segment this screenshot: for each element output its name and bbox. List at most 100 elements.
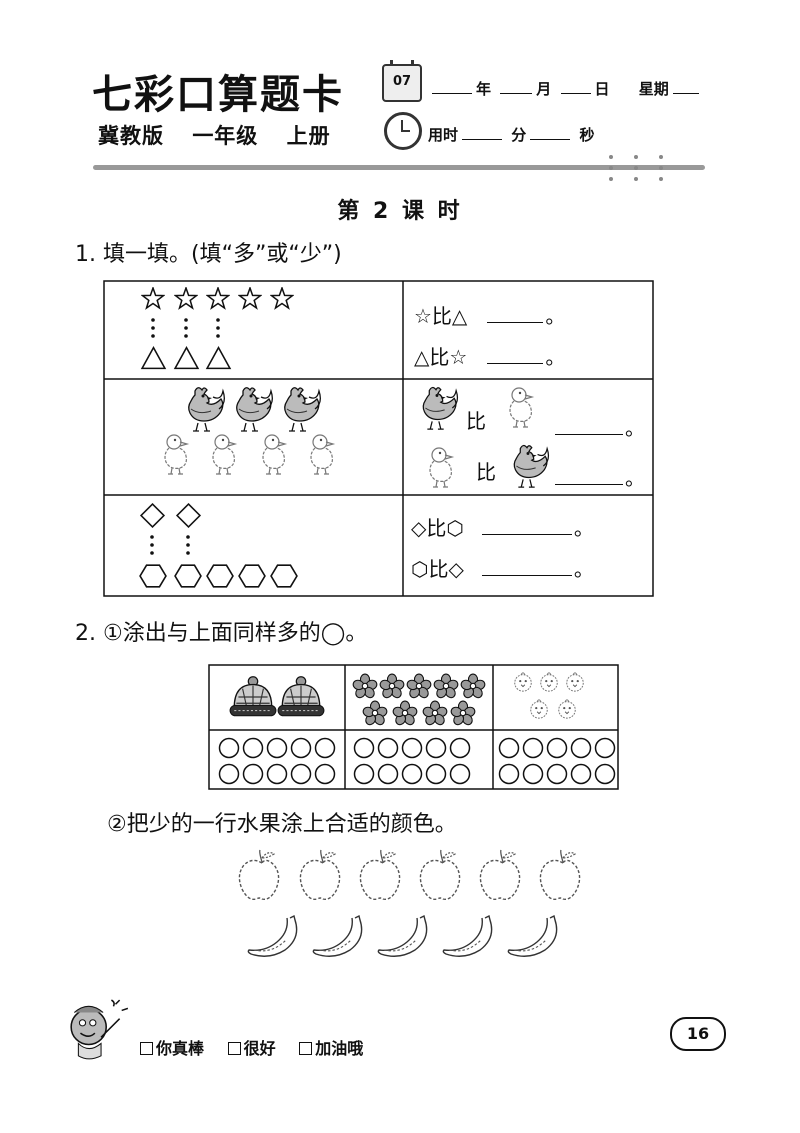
answer-blank[interactable] [487, 312, 544, 323]
answer-circle[interactable] [498, 763, 520, 785]
star-row [141, 287, 294, 309]
apple-icon [419, 849, 461, 900]
banana-icon [377, 915, 428, 957]
answer-circle[interactable] [218, 763, 240, 785]
binder-pin-icon [658, 155, 664, 181]
star-icon [141, 287, 165, 309]
match-dots [150, 535, 190, 555]
answer-circle[interactable] [425, 763, 447, 785]
compare-line: ◇比⬡。 [411, 512, 594, 541]
answer-circle[interactable] [266, 737, 288, 759]
answer-circle[interactable] [377, 737, 399, 759]
answer-circle[interactable] [594, 737, 616, 759]
clock-icon [384, 112, 422, 150]
answer-circle[interactable] [449, 737, 471, 759]
answer-circle[interactable] [401, 763, 423, 785]
hat-icon [277, 676, 325, 717]
answer-circle[interactable] [570, 763, 592, 785]
banana-icon [507, 915, 558, 957]
praise-option[interactable]: 你真棒 [140, 1039, 204, 1058]
answer-circle[interactable] [449, 763, 471, 785]
praise-option[interactable]: 很好 [227, 1039, 276, 1058]
period: 。 [545, 304, 566, 328]
period: 。 [625, 466, 645, 490]
duck-icon [310, 434, 334, 475]
hexagon-icon [270, 564, 298, 588]
hexagon-icon [206, 564, 234, 588]
hexagon-row [139, 564, 298, 588]
duck-icon [164, 434, 188, 475]
answer-blank[interactable] [481, 565, 572, 576]
rooster-icon [513, 444, 550, 488]
answer-circle[interactable] [570, 737, 592, 759]
duck-row [164, 434, 334, 475]
triangle-icon [174, 346, 199, 370]
answer-circle[interactable] [242, 763, 264, 785]
edition-volume: 上册 [286, 124, 331, 148]
answer-circle[interactable] [218, 737, 240, 759]
praise-option[interactable]: 加油哦 [299, 1039, 363, 1058]
answer-circle[interactable] [353, 763, 375, 785]
question-2-title: 2. ①涂出与上面同样多的◯。 [75, 621, 368, 646]
compare-table [103, 280, 654, 597]
compare-text: △比☆ [414, 345, 468, 369]
answer-blank[interactable] [555, 424, 623, 435]
answer-circle[interactable] [546, 763, 568, 785]
diamond-icon [176, 503, 201, 528]
answer-circle[interactable] [401, 737, 423, 759]
answer-circle[interactable] [546, 737, 568, 759]
answer-blank[interactable] [481, 524, 572, 535]
circle-rows[interactable] [218, 737, 616, 785]
answer-circle[interactable] [266, 763, 288, 785]
compare-line: 。 [553, 462, 645, 491]
self-assessment: 你真棒 很好 加油哦 [140, 1035, 381, 1059]
compare-word: 比 [466, 409, 486, 433]
rooster-icon [422, 386, 459, 430]
praise-label: 你真棒 [156, 1039, 205, 1058]
checkbox[interactable] [227, 1042, 241, 1055]
edition-publisher: 冀教版 [98, 124, 164, 148]
banana-row[interactable] [247, 915, 558, 957]
answer-circle[interactable] [314, 763, 336, 785]
second-label: 秒 [579, 126, 595, 144]
answer-blank[interactable] [487, 353, 544, 364]
checkbox[interactable] [299, 1042, 313, 1055]
duck-icon [509, 387, 533, 428]
checkbox[interactable] [140, 1042, 153, 1055]
answer-circle[interactable] [242, 737, 264, 759]
star-icon [238, 287, 262, 309]
rooster-row [188, 387, 321, 432]
praise-label: 很好 [243, 1039, 276, 1058]
answer-circle[interactable] [377, 763, 399, 785]
answer-circle[interactable] [353, 737, 375, 759]
answer-circle[interactable] [314, 737, 336, 759]
answer-circle[interactable] [522, 737, 544, 759]
apple-row[interactable] [238, 849, 581, 900]
answer-circle[interactable] [522, 763, 544, 785]
apple-icon [479, 849, 521, 900]
answer-circle[interactable] [594, 763, 616, 785]
answer-circle[interactable] [290, 737, 312, 759]
compare-line: △比☆。 [414, 341, 565, 370]
binder-pin-icon [633, 155, 639, 181]
compare-line: ⬡比◇。 [411, 553, 594, 582]
day-label: 日 [594, 80, 610, 98]
binder-pin-icon [608, 155, 614, 181]
diamond-icon [140, 503, 165, 528]
weekday-label: 星期 [638, 80, 669, 98]
month-label: 月 [536, 80, 552, 98]
compare-word: 比 [476, 460, 496, 484]
circle-table [208, 664, 619, 790]
answer-circle[interactable] [290, 763, 312, 785]
compare-line: ☆比△ 。 [414, 300, 565, 329]
question-1-title: 1. 填一填。(填“多”或“少”) [75, 242, 342, 267]
answer-blank[interactable] [555, 474, 623, 485]
triangle-row [141, 346, 231, 370]
answer-circle[interactable] [498, 737, 520, 759]
brand-title: 七彩口算题卡 [92, 71, 344, 118]
edition-grade: 一年级 [192, 124, 259, 148]
banana-icon [312, 915, 363, 957]
answer-circle[interactable] [425, 737, 447, 759]
compare-text: ☆比△ [414, 304, 468, 328]
minute-label: 分 [511, 126, 527, 144]
